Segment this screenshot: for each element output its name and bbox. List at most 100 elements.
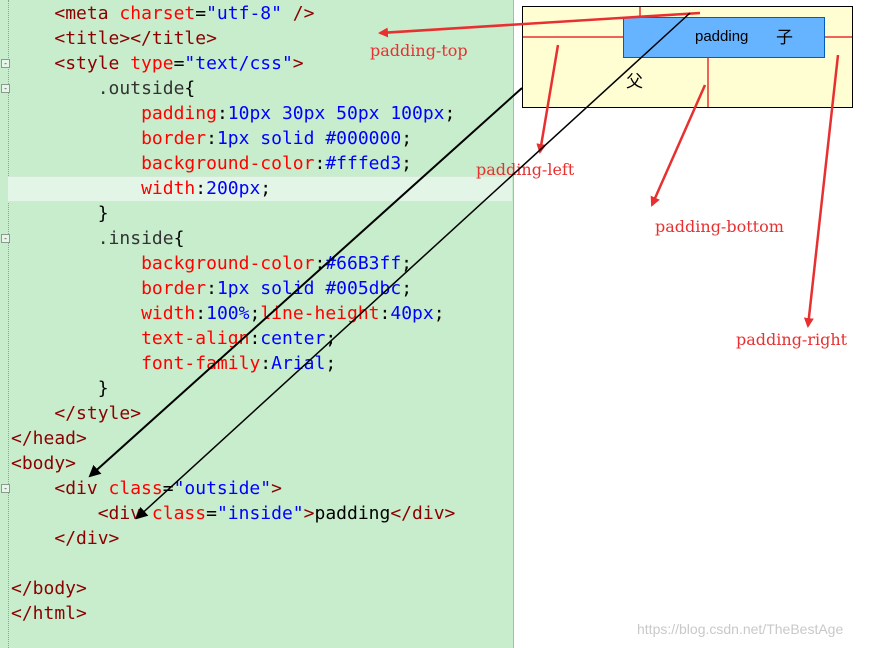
code-token: < [54,3,66,24]
code-token: "text/css" [184,53,293,74]
code-line: .inside{ [98,226,185,251]
code-token: </div> [54,528,120,549]
code-line: padding:10px 30px 50px 100px; [141,101,455,126]
code-token: } [97,378,109,399]
arrow-padding-bottom [650,84,707,207]
code-token: </div> [390,503,456,524]
code-token: = [206,503,217,524]
inside-box-text: padding [695,28,749,45]
code-token: .inside [97,228,174,249]
code-line: text-align:center; [141,326,336,351]
code-token: : [206,278,217,299]
code-line: border:1px solid #000000; [141,126,412,151]
code-line: </html> [11,601,87,626]
fold-toggle-icon[interactable]: - [1,84,10,93]
code-token: </body> [11,578,87,599]
watermark: https://blog.csdn.net/TheBestAge [637,621,844,637]
gutter-guide [8,0,9,648]
code-token: = [162,478,174,499]
code-line: background-color:#66B3ff; [141,251,412,276]
code-token: } [97,203,109,224]
code-token: background-color [141,153,315,174]
code-token: <div [97,503,152,524]
code-token: "inside" [216,503,304,524]
code-token: ; [401,278,413,299]
code-line: <title></title> [54,26,217,51]
code-token: ; [249,303,261,324]
code-token: background-color [141,253,315,274]
code-line: } [98,201,109,226]
child-label: 子 [776,28,793,48]
current-line-highlight [8,176,512,202]
code-line: <div class="outside"> [54,476,282,501]
arrow-padding-left [536,44,560,154]
code-token: "utf-8" [206,3,282,24]
code-token: : [314,253,326,274]
code-token: 10px 30px 50px 100px [227,103,445,124]
code-token: 1px solid #000000 [216,128,402,149]
arrow-padding-top [378,11,701,38]
code-token: : [195,303,207,324]
parent-label: 父 [626,72,643,92]
code-token: font-family [141,353,261,374]
code-token: padding [314,503,391,524]
code-line: <style type="text/css"> [54,51,303,76]
annotation-padding-right: padding-right [736,330,848,349]
code-token: class [108,478,163,499]
code-line: width:100%;line-height:40px; [141,301,445,326]
code-token: class [151,503,207,524]
code-token: 200px [206,178,261,199]
code-token: 100% [206,303,250,324]
code-token: : [379,303,391,324]
fold-toggle-icon[interactable]: - [1,59,10,68]
code-token: { [184,78,196,99]
code-token: </head> [11,428,87,449]
code-token: > [292,53,304,74]
code-token: ; [401,128,413,149]
code-token: <body> [11,453,77,474]
code-token: { [173,228,185,249]
code-token: center [260,328,326,349]
code-token: text-align [141,328,250,349]
code-token: : [216,103,228,124]
code-token: : [249,328,261,349]
code-line: </style> [54,401,141,426]
code-token: .outside [97,78,185,99]
code-token: meta [65,3,120,24]
code-token: = [173,53,185,74]
code-line: .outside{ [98,76,196,101]
code-token: 40px [390,303,434,324]
code-line: <meta charset="utf-8" /> [54,1,314,26]
code-line: <body> [11,451,76,476]
code-token: border [141,278,207,299]
code-token: #66B3ff [325,253,402,274]
code-token: </html> [11,603,87,624]
code-token: > [303,503,315,524]
code-token: width [141,303,196,324]
code-token: ; [401,253,413,274]
arrow-padding-right [803,54,840,328]
fold-toggle-icon[interactable]: - [1,234,10,243]
arrow-inside-to-code [135,12,691,520]
code-token: width [141,178,196,199]
inside-box [623,17,825,58]
code-token: ; [325,353,337,374]
code-token: ; [325,328,337,349]
code-token: ; [444,103,456,124]
code-token: <div [54,478,109,499]
code-line: background-color:#fffed3; [141,151,412,176]
code-token: : [206,128,217,149]
code-line: </body> [11,576,87,601]
code-token: charset [119,3,196,24]
annotation-padding-top: padding-top [370,41,468,60]
arrow-outside-to-code [88,87,523,478]
code-token: /> [281,3,315,24]
code-editor[interactable]: - - - - <meta charset="utf-8" /><title><… [0,0,514,648]
code-token: padding [141,103,217,124]
code-line: border:1px solid #005dbc; [141,276,412,301]
code-line: <div class="inside">padding</div> [98,501,456,526]
code-token: : [260,353,272,374]
code-token: line-height [260,303,380,324]
fold-toggle-icon[interactable]: - [1,484,10,493]
code-line: </head> [11,426,87,451]
